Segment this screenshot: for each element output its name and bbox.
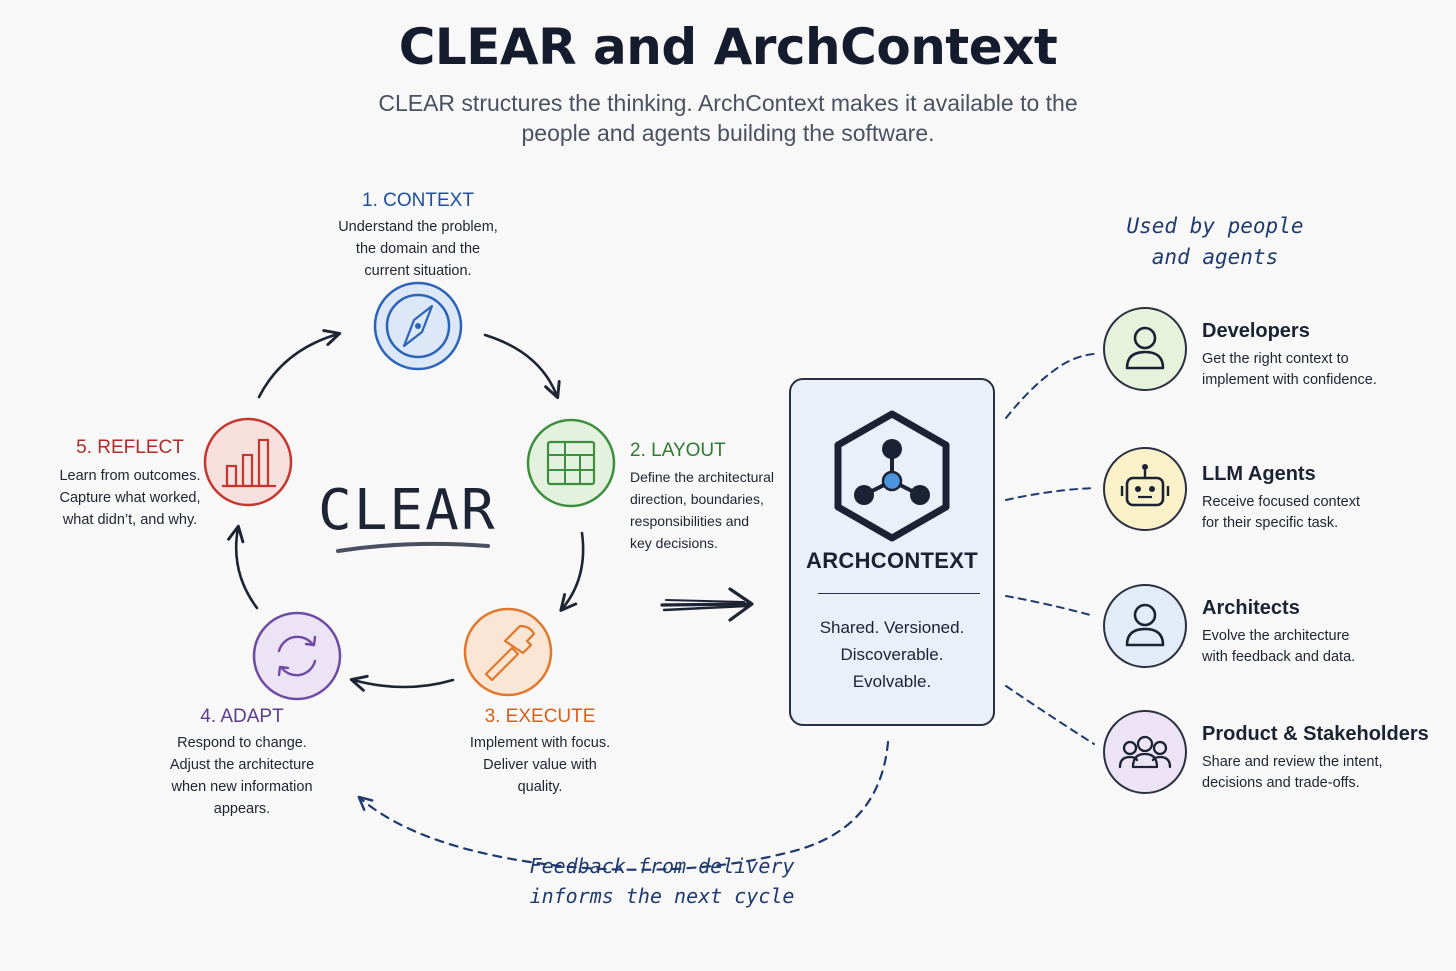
heading-line: Used by people [1126, 214, 1304, 238]
user-name: Architects [1202, 597, 1300, 619]
arrow-to-archcontext [660, 587, 754, 622]
desc-line: direction, boundaries, [630, 491, 764, 507]
desc-line: for their specific task. [1202, 515, 1339, 531]
desc-line: when new information [171, 779, 313, 795]
desc-line: with feedback and data. [1202, 649, 1356, 665]
step-title: 2. LAYOUT [630, 440, 726, 461]
clear-underline [336, 541, 490, 553]
connector-architects [1005, 595, 1095, 617]
feedback-arrow [357, 740, 890, 871]
arrow-adapt-to-reflect [227, 524, 259, 610]
user-description: Share and review the intent, decisions a… [1202, 752, 1452, 794]
heading-line: and agents [1151, 245, 1279, 269]
archcontext-property: Evolvable. [852, 672, 932, 691]
clear-center-label: CLEAR [318, 478, 497, 543]
page-subtitle: CLEAR structures the thinking. ArchConte… [328, 88, 1128, 148]
user-developers: Developers Get the right context to impl… [1202, 320, 1442, 391]
desc-line: Evolve the architecture [1202, 628, 1350, 644]
desc-line: Receive focused context [1202, 494, 1360, 510]
desc-line: quality. [517, 779, 563, 795]
desc-line: Adjust the architecture [169, 757, 315, 773]
desc-line: Define the architectural [630, 469, 774, 485]
step-title: 5. REFLECT [76, 437, 184, 458]
user-llm-agents: LLM Agents Receive focused context for t… [1202, 463, 1442, 534]
arrow-reflect-to-context [257, 329, 342, 399]
user-connectors [1005, 353, 1095, 745]
step-title: 4. ADAPT [200, 706, 284, 727]
archcontext-divider [818, 593, 980, 594]
step-adapt: 4. ADAPT Respond to change. Adjust the a… [142, 706, 342, 820]
connector-product [1005, 685, 1095, 745]
desc-line: responsibilities and [630, 513, 750, 529]
desc-line: implement with confidence. [1202, 372, 1377, 388]
step-reflect: 5. REFLECT Learn from outcomes. Capture … [30, 437, 230, 531]
page-title: CLEAR and ArchContext [398, 18, 1058, 76]
grid-layout-icon [526, 418, 616, 508]
desc-line: the domain and the [355, 241, 481, 257]
user-description: Get the right context to implement with … [1202, 349, 1442, 391]
user-description: Receive focused context for their specif… [1202, 492, 1442, 534]
desc-line: Get the right context to [1202, 351, 1349, 367]
person-icon [1103, 307, 1187, 391]
refresh-icon [252, 611, 342, 701]
archcontext-name: ARCHCONTEXT [806, 548, 978, 573]
step-layout: 2. LAYOUT Define the architectural direc… [630, 440, 810, 554]
bar-chart-icon [203, 417, 293, 507]
compass-icon [373, 281, 463, 371]
desc-line: Capture what worked, [59, 490, 201, 506]
arrow-execute-to-adapt [349, 674, 455, 692]
desc-line: appears. [213, 801, 271, 817]
robot-icon [1103, 447, 1187, 531]
desc-line: Respond to change. [177, 735, 307, 751]
desc-line: Learn from outcomes. [59, 468, 201, 484]
person-icon [1103, 584, 1187, 668]
step-description: Understand the problem, the domain and t… [318, 216, 518, 282]
group-icon [1103, 710, 1187, 794]
archcontext-property: Discoverable. [840, 645, 944, 664]
desc-line: decisions and trade-offs. [1202, 775, 1360, 791]
network-hexagon-icon [834, 410, 950, 542]
desc-line: what didn’t, and why. [62, 512, 198, 528]
desc-line: key decisions. [630, 535, 718, 551]
user-name: LLM Agents [1202, 463, 1316, 485]
step-description: Learn from outcomes. Capture what worked… [30, 465, 230, 531]
arrow-layout-to-execute [559, 531, 585, 612]
note-line: Feedback from delivery [529, 854, 795, 878]
subtitle-line: CLEAR structures the thinking. ArchConte… [378, 90, 1078, 116]
users-heading: Used by people and agents [1100, 211, 1330, 273]
step-description: Implement with focus. Deliver value with… [440, 732, 640, 798]
subtitle-line: people and agents building the software. [521, 120, 935, 146]
user-description: Evolve the architecture with feedback an… [1202, 626, 1442, 668]
user-name: Product & Stakeholders [1202, 723, 1429, 745]
note-line: informs the next cycle [529, 884, 795, 908]
user-name: Developers [1202, 320, 1310, 342]
step-description: Respond to change. Adjust the architectu… [142, 732, 342, 820]
desc-line: current situation. [364, 263, 472, 279]
arrow-context-to-layout [483, 333, 561, 400]
cycle-arrows [227, 329, 585, 692]
user-product-stakeholders: Product & Stakeholders Share and review … [1202, 723, 1452, 794]
desc-line: Implement with focus. [469, 735, 611, 751]
archcontext-card [789, 378, 995, 726]
desc-line: Share and review the intent, [1202, 754, 1383, 770]
feedback-note: Feedback from delivery informs the next … [512, 851, 812, 911]
step-title: 3. EXECUTE [484, 706, 596, 727]
connector-developers [1005, 353, 1095, 419]
connector-llm-agents [1005, 487, 1095, 501]
desc-line: Deliver value with [483, 757, 597, 773]
archcontext-property: Shared. Versioned. [819, 618, 965, 637]
step-description: Define the architectural direction, boun… [630, 466, 810, 554]
step-context: 1. CONTEXT Understand the problem, the d… [318, 190, 518, 282]
user-architects: Architects Evolve the architecture with … [1202, 597, 1442, 668]
step-title: 1. CONTEXT [362, 190, 474, 211]
desc-line: Understand the problem, [338, 219, 498, 235]
step-execute: 3. EXECUTE Implement with focus. Deliver… [440, 706, 640, 798]
hammer-icon [463, 607, 553, 697]
